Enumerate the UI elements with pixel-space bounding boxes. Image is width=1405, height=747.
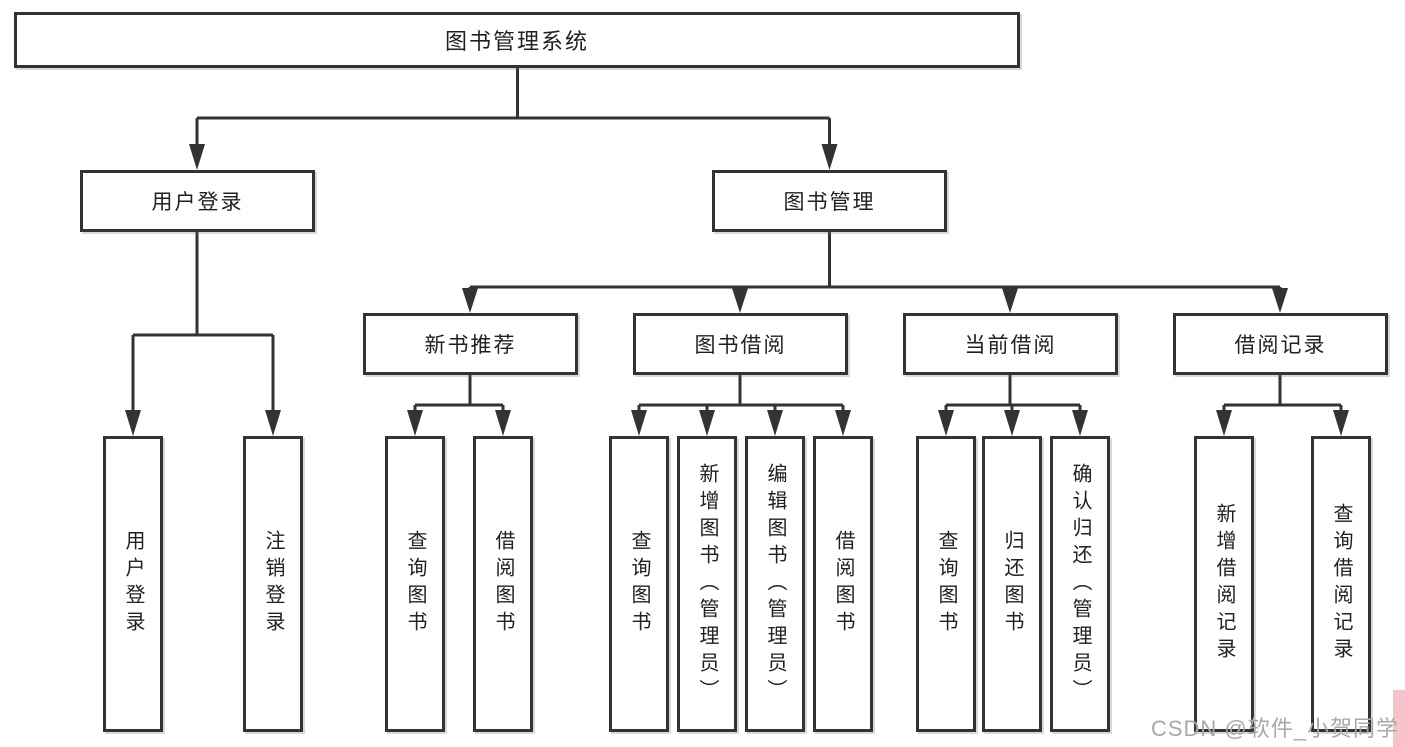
connector-root-to-level2 — [189, 68, 838, 170]
leaf-label: 查询图书 — [404, 530, 426, 638]
leaf-borrow-book: 借阅图书 — [813, 436, 873, 732]
leaf-label: 查询借阅记录 — [1330, 503, 1352, 665]
leaf-add-borrow-record: 新增借阅记录 — [1194, 436, 1254, 732]
leaf-label: 新增图书（管理员） — [696, 462, 718, 706]
leaf-current-query-book: 查询图书 — [916, 436, 976, 732]
leaf-newbook-query-book: 查询图书 — [385, 436, 445, 732]
connector-bookborrow-to-leaves — [631, 375, 851, 436]
node-label: 当前借阅 — [964, 334, 1057, 357]
node-label: 用户登录 — [151, 191, 244, 214]
node-current-borrow: 当前借阅 — [903, 313, 1118, 375]
node-book-management: 图书管理 — [712, 170, 947, 232]
leaf-label: 注销登录 — [262, 530, 284, 638]
leaf-label: 查询图书 — [935, 530, 957, 638]
leaf-return-book: 归还图书 — [982, 436, 1042, 732]
node-label: 新书推荐 — [424, 334, 517, 357]
leaf-newbook-borrow-book: 借阅图书 — [473, 436, 533, 732]
leaf-label: 确认归还（管理员） — [1069, 462, 1091, 706]
leaf-user-login: 用户登录 — [103, 436, 163, 732]
connector-recborrow-to-leaves — [1216, 375, 1349, 436]
node-label: 借阅记录 — [1234, 334, 1327, 357]
watermark-accent-strip — [1393, 690, 1405, 747]
node-label: 图书管理系统 — [444, 29, 589, 54]
node-root-system: 图书管理系统 — [14, 12, 1020, 68]
leaf-label: 编辑图书（管理员） — [764, 462, 786, 706]
node-new-book-recommend: 新书推荐 — [363, 313, 578, 375]
leaf-borrow-query-book: 查询图书 — [609, 436, 669, 732]
leaf-logout: 注销登录 — [243, 436, 303, 732]
leaf-add-book-admin: 新增图书（管理员） — [677, 436, 737, 732]
connector-bookmgmt-to-level3 — [462, 232, 1288, 313]
leaf-label: 查询图书 — [628, 530, 650, 638]
node-borrow-record: 借阅记录 — [1173, 313, 1388, 375]
leaf-label: 借阅图书 — [832, 530, 854, 638]
leaf-label: 借阅图书 — [492, 530, 514, 638]
leaf-query-borrow-record: 查询借阅记录 — [1311, 436, 1371, 732]
connector-userlogin-to-leaves — [125, 232, 281, 436]
connector-curborrow-to-leaves — [938, 375, 1088, 436]
leaf-label: 用户登录 — [122, 530, 144, 638]
csdn-watermark: CSDN @软件_小贺同学 — [1150, 716, 1399, 741]
node-book-borrow: 图书借阅 — [633, 313, 848, 375]
connector-newbook-to-leaves — [407, 375, 511, 436]
node-label: 图书管理 — [783, 191, 876, 214]
leaf-label: 新增借阅记录 — [1213, 503, 1235, 665]
leaf-confirm-return-admin: 确认归还（管理员） — [1050, 436, 1110, 732]
node-label: 图书借阅 — [694, 334, 787, 357]
node-user-login: 用户登录 — [80, 170, 315, 232]
leaf-edit-book-admin: 编辑图书（管理员） — [745, 436, 805, 732]
leaf-label: 归还图书 — [1001, 530, 1023, 638]
